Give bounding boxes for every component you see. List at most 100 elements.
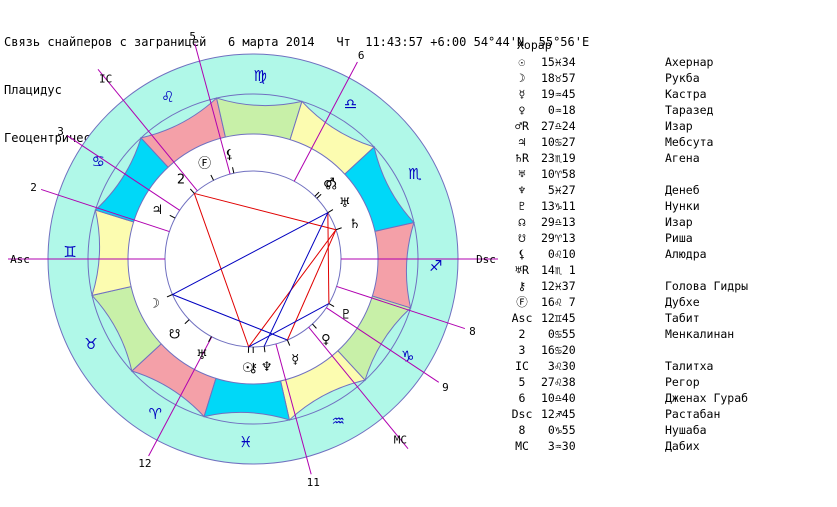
planet-tick: [314, 191, 320, 197]
row-position: 12♓37: [541, 279, 576, 293]
row-position: 3♒30: [541, 439, 576, 453]
aspect-line-red: [194, 192, 337, 231]
house-label: 12: [138, 457, 151, 470]
house-cusp-line: [326, 307, 440, 383]
row-fixed-star: Нушаба: [665, 423, 707, 437]
row-fixed-star: Денеб: [665, 183, 700, 197]
planet-glyph: ☿: [291, 352, 299, 367]
row-position: 16♌ 7: [541, 295, 576, 309]
row-point: ♇: [518, 199, 526, 213]
house-label: IC: [99, 73, 112, 86]
row-point: IC: [515, 359, 529, 373]
row-point: ♅: [518, 167, 526, 181]
row-position: 0♋55: [541, 327, 576, 341]
planet-tick: [184, 319, 190, 325]
row-position: 0♒18: [541, 103, 576, 117]
planet-tick: [335, 227, 342, 231]
row-position: 16♋20: [541, 343, 576, 357]
house-label: Dsc: [476, 253, 496, 266]
row-point: ☊: [518, 215, 526, 229]
row-fixed-star: Талитха: [665, 359, 714, 373]
row-fixed-star: Растабан: [665, 407, 721, 421]
house-cusp-line: [308, 326, 409, 450]
row-point: ☿: [518, 87, 526, 101]
planet-glyph: 2: [177, 173, 185, 188]
planet-tick: [208, 336, 212, 343]
sign-glyph: ♊: [63, 243, 76, 261]
row-position: 10♋27: [541, 135, 576, 149]
row-point: 2: [518, 327, 526, 341]
row-position: 12♊45: [541, 311, 576, 325]
planet-glyph: ♇: [340, 308, 352, 323]
row-fixed-star: Изар: [665, 215, 693, 229]
sign-glyph: ♈: [149, 405, 162, 423]
planet-tick: [312, 323, 317, 329]
row-position: 18♉57: [541, 71, 576, 85]
row-point: Ⓕ: [516, 295, 528, 309]
house-label: Asc: [10, 253, 30, 266]
row-fixed-star: Дубхе: [665, 295, 700, 309]
aspect-line-blue: [172, 294, 288, 341]
planet-tick: [286, 339, 291, 346]
planet-glyph: ☽: [148, 297, 160, 312]
planet-tick: [316, 193, 322, 199]
row-position: 10♈58: [541, 167, 576, 181]
sign-glyph: ♎: [344, 95, 357, 113]
house-label: 6: [358, 49, 365, 62]
planet-tick: [328, 303, 335, 308]
house-label: 2: [30, 181, 37, 194]
house-label: MC: [394, 433, 407, 446]
row-fixed-star: Нунки: [665, 199, 700, 213]
planet-glyph: ♃: [152, 203, 164, 218]
row-fixed-star: Кастра: [665, 87, 707, 101]
chart-title: Связь снайперов с заграницей 6 марта 201…: [4, 35, 590, 49]
planet-glyph: ♄: [349, 217, 361, 232]
aspect-line-blue: [172, 212, 329, 295]
planet-tick: [166, 294, 173, 298]
row-point: ⚸: [517, 247, 527, 261]
planet-tick: [263, 346, 266, 353]
house-cusp-line: [275, 343, 312, 475]
sign-glyph: ♋: [92, 152, 105, 170]
row-point: 6: [518, 391, 526, 405]
house-label: 8: [469, 325, 476, 338]
planet-glyph: ⚸: [225, 148, 235, 163]
row-fixed-star: Голова Гидры: [665, 279, 749, 293]
sign-glyph: ♏: [408, 165, 422, 183]
sign-glyph: ♌: [161, 88, 174, 106]
planet-glyph: ♂: [323, 176, 335, 191]
row-fixed-star: Мебсута: [665, 135, 714, 149]
sign-glyph: ♓: [239, 433, 252, 451]
house-label: 11: [307, 476, 320, 489]
aspect-line-red: [327, 212, 330, 304]
planet-glyph: ☊: [326, 179, 338, 194]
planet-glyph: Ⓕ: [198, 156, 211, 171]
row-point: ♃: [518, 135, 526, 149]
house-cusp-line: [148, 336, 213, 457]
row-point: 5: [518, 375, 526, 389]
house-label: 5: [189, 30, 196, 43]
house-cusp-line: [293, 61, 358, 182]
house-cusp-line: [66, 135, 180, 211]
planet-glyph: ♅: [339, 196, 351, 211]
row-position: 10♎40: [541, 391, 576, 405]
row-fixed-star: Регор: [665, 375, 700, 389]
row-fixed-star: Изар: [665, 119, 693, 133]
row-point: Asc: [511, 311, 533, 325]
row-point: ⚷: [517, 279, 527, 293]
sign-glyph: ♑: [401, 348, 414, 366]
row-fixed-star: Менкалинан: [665, 327, 735, 341]
table-title: Хорар: [517, 38, 552, 52]
row-position: 13♑11: [541, 199, 576, 213]
house-label: 9: [442, 381, 449, 394]
row-position: 0♑55: [541, 423, 576, 437]
planet-glyph: ♀: [321, 333, 331, 348]
row-fixed-star: Дженах Гураб: [665, 391, 749, 405]
planet-tick: [327, 209, 334, 214]
planet-glyph: ♆: [261, 360, 273, 375]
house-cusp-line: [40, 188, 170, 233]
row-fixed-star: Рукба: [665, 71, 700, 85]
row-position: 3♌30: [541, 359, 576, 373]
row-fixed-star: Табит: [665, 311, 700, 325]
planet-glyph: ♅: [196, 348, 208, 363]
